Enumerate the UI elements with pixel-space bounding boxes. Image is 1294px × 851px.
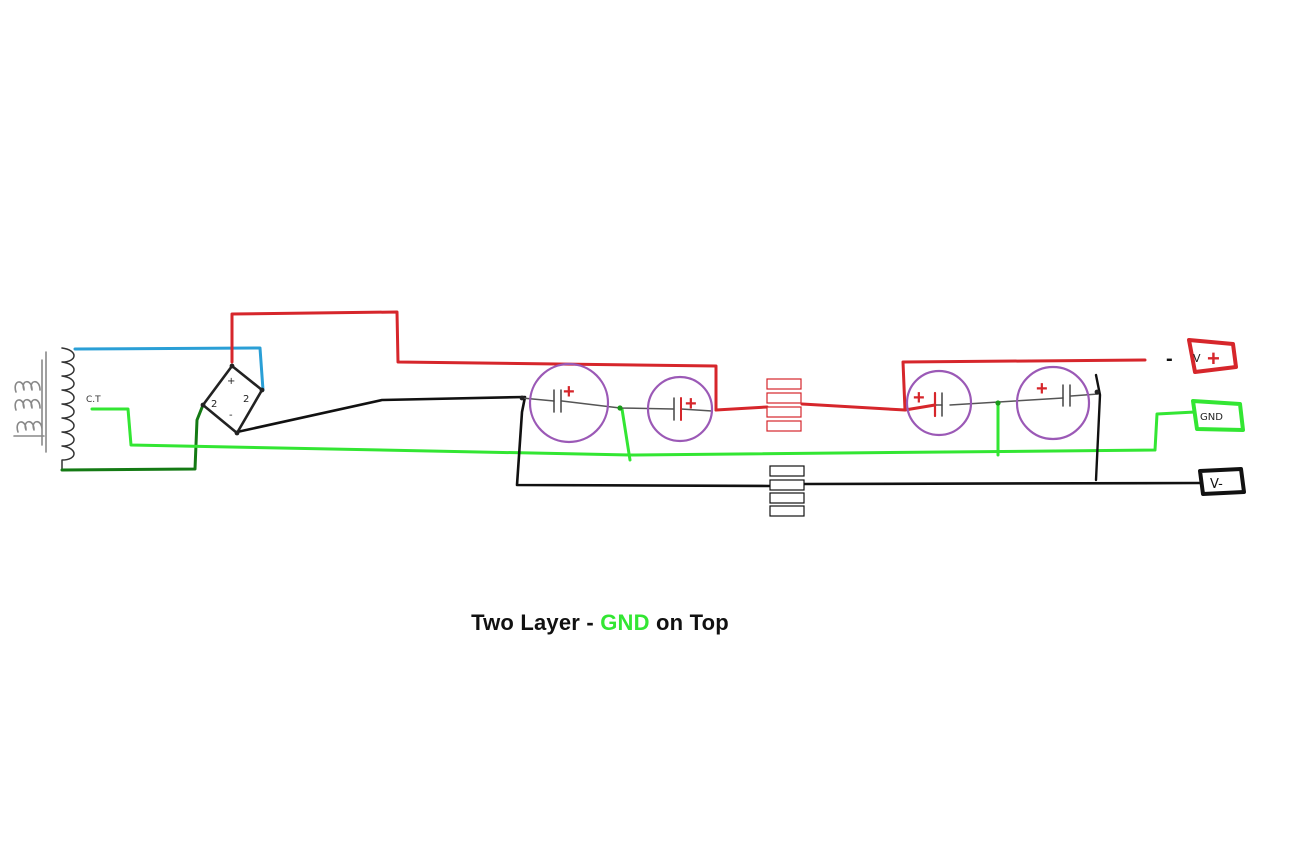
output-terminal-vminus: V- xyxy=(1198,467,1246,496)
bridge-ac2-label: 2 xyxy=(243,394,249,405)
electrolytic-capacitor-icon: + xyxy=(646,375,714,443)
bridge-ac1-label: 2 xyxy=(211,399,217,410)
junction-dot xyxy=(617,405,623,411)
junction-dot xyxy=(1094,389,1100,395)
terminal-gnd-label: GND xyxy=(1200,412,1223,423)
transformer-primary xyxy=(13,351,47,453)
diagram-caption: Two Layer - GND on Top xyxy=(0,610,1200,636)
ground-return-wire xyxy=(60,403,205,472)
resistor-bottom-4 xyxy=(769,505,805,517)
electrolytic-capacitor-icon: + xyxy=(528,362,610,444)
capacitor-c4-plates xyxy=(1062,384,1071,407)
terminal-vplus-sign: + xyxy=(1207,346,1220,371)
capacitor-c3 xyxy=(905,369,973,437)
resistor-top-3 xyxy=(766,406,802,418)
capacitor-c2 xyxy=(646,375,714,443)
bridge-plus-label: + xyxy=(227,376,235,387)
bridge-node-right xyxy=(259,387,265,393)
dash-mark: - xyxy=(1166,348,1173,370)
output-terminal-gnd: GND xyxy=(1191,399,1245,432)
transformer-secondary xyxy=(61,347,75,471)
terminal-vminus-label: V- xyxy=(1210,477,1223,492)
caption-suffix: on Top xyxy=(649,610,729,635)
ground-tap-left xyxy=(620,407,632,462)
resistor-bottom-2 xyxy=(769,479,805,491)
ground-bus-wire xyxy=(90,407,1197,457)
bridge-node-top xyxy=(229,363,235,369)
electrolytic-capacitor-icon: + xyxy=(905,369,973,437)
capacitor-c1-plus: + xyxy=(563,381,575,403)
junction-dot xyxy=(995,400,1001,406)
junction-dot xyxy=(519,395,525,401)
resistor-top-1 xyxy=(766,378,802,390)
positive-out-wire xyxy=(901,358,1147,412)
electrolytic-capacitor-icon: + xyxy=(1015,365,1091,441)
resistor-icon xyxy=(769,465,805,517)
negative-tap-right xyxy=(1094,373,1102,482)
terminal-gnd-box xyxy=(1191,399,1245,432)
bridge-node-left xyxy=(200,402,206,408)
positive-link-wire xyxy=(714,402,937,412)
caption-prefix: Two Layer - xyxy=(471,610,601,635)
cap-series-line-right xyxy=(934,393,1099,406)
capacitor-c1 xyxy=(528,362,610,444)
terminal-vminus-box xyxy=(1198,467,1246,496)
center-tap-label: C.T xyxy=(86,395,101,405)
resistor-icon xyxy=(766,378,802,432)
bridge-rectifier-icon: + - 2 2 xyxy=(200,363,265,436)
bridge-node-bottom xyxy=(234,430,240,436)
transformer-coil-icon: C.T xyxy=(13,347,101,471)
capacitor-c2-plus: + xyxy=(685,393,697,415)
caption-gnd-highlight: GND xyxy=(600,610,650,635)
resistor-top-2 xyxy=(766,392,802,404)
positive-rail-wire xyxy=(230,310,718,412)
capacitor-c4 xyxy=(1015,365,1091,441)
resistor-bottom-3 xyxy=(769,492,805,504)
capacitor-c4-plus: + xyxy=(1036,378,1048,400)
output-terminal-vplus: V + xyxy=(1187,338,1238,374)
resistor-bottom-1 xyxy=(769,465,805,477)
terminal-vplus-label: V xyxy=(1193,352,1201,365)
capacitor-c3-plus: + xyxy=(913,387,925,409)
negative-rail-wire xyxy=(235,395,1202,488)
cap-series-line-left xyxy=(521,397,713,412)
bridge-minus-label: - xyxy=(229,410,233,421)
terminal-vplus-box xyxy=(1187,338,1238,374)
resistor-top-4 xyxy=(766,420,802,432)
capacitor-c1-plates xyxy=(553,389,562,413)
ac-feed-wire xyxy=(73,346,265,392)
